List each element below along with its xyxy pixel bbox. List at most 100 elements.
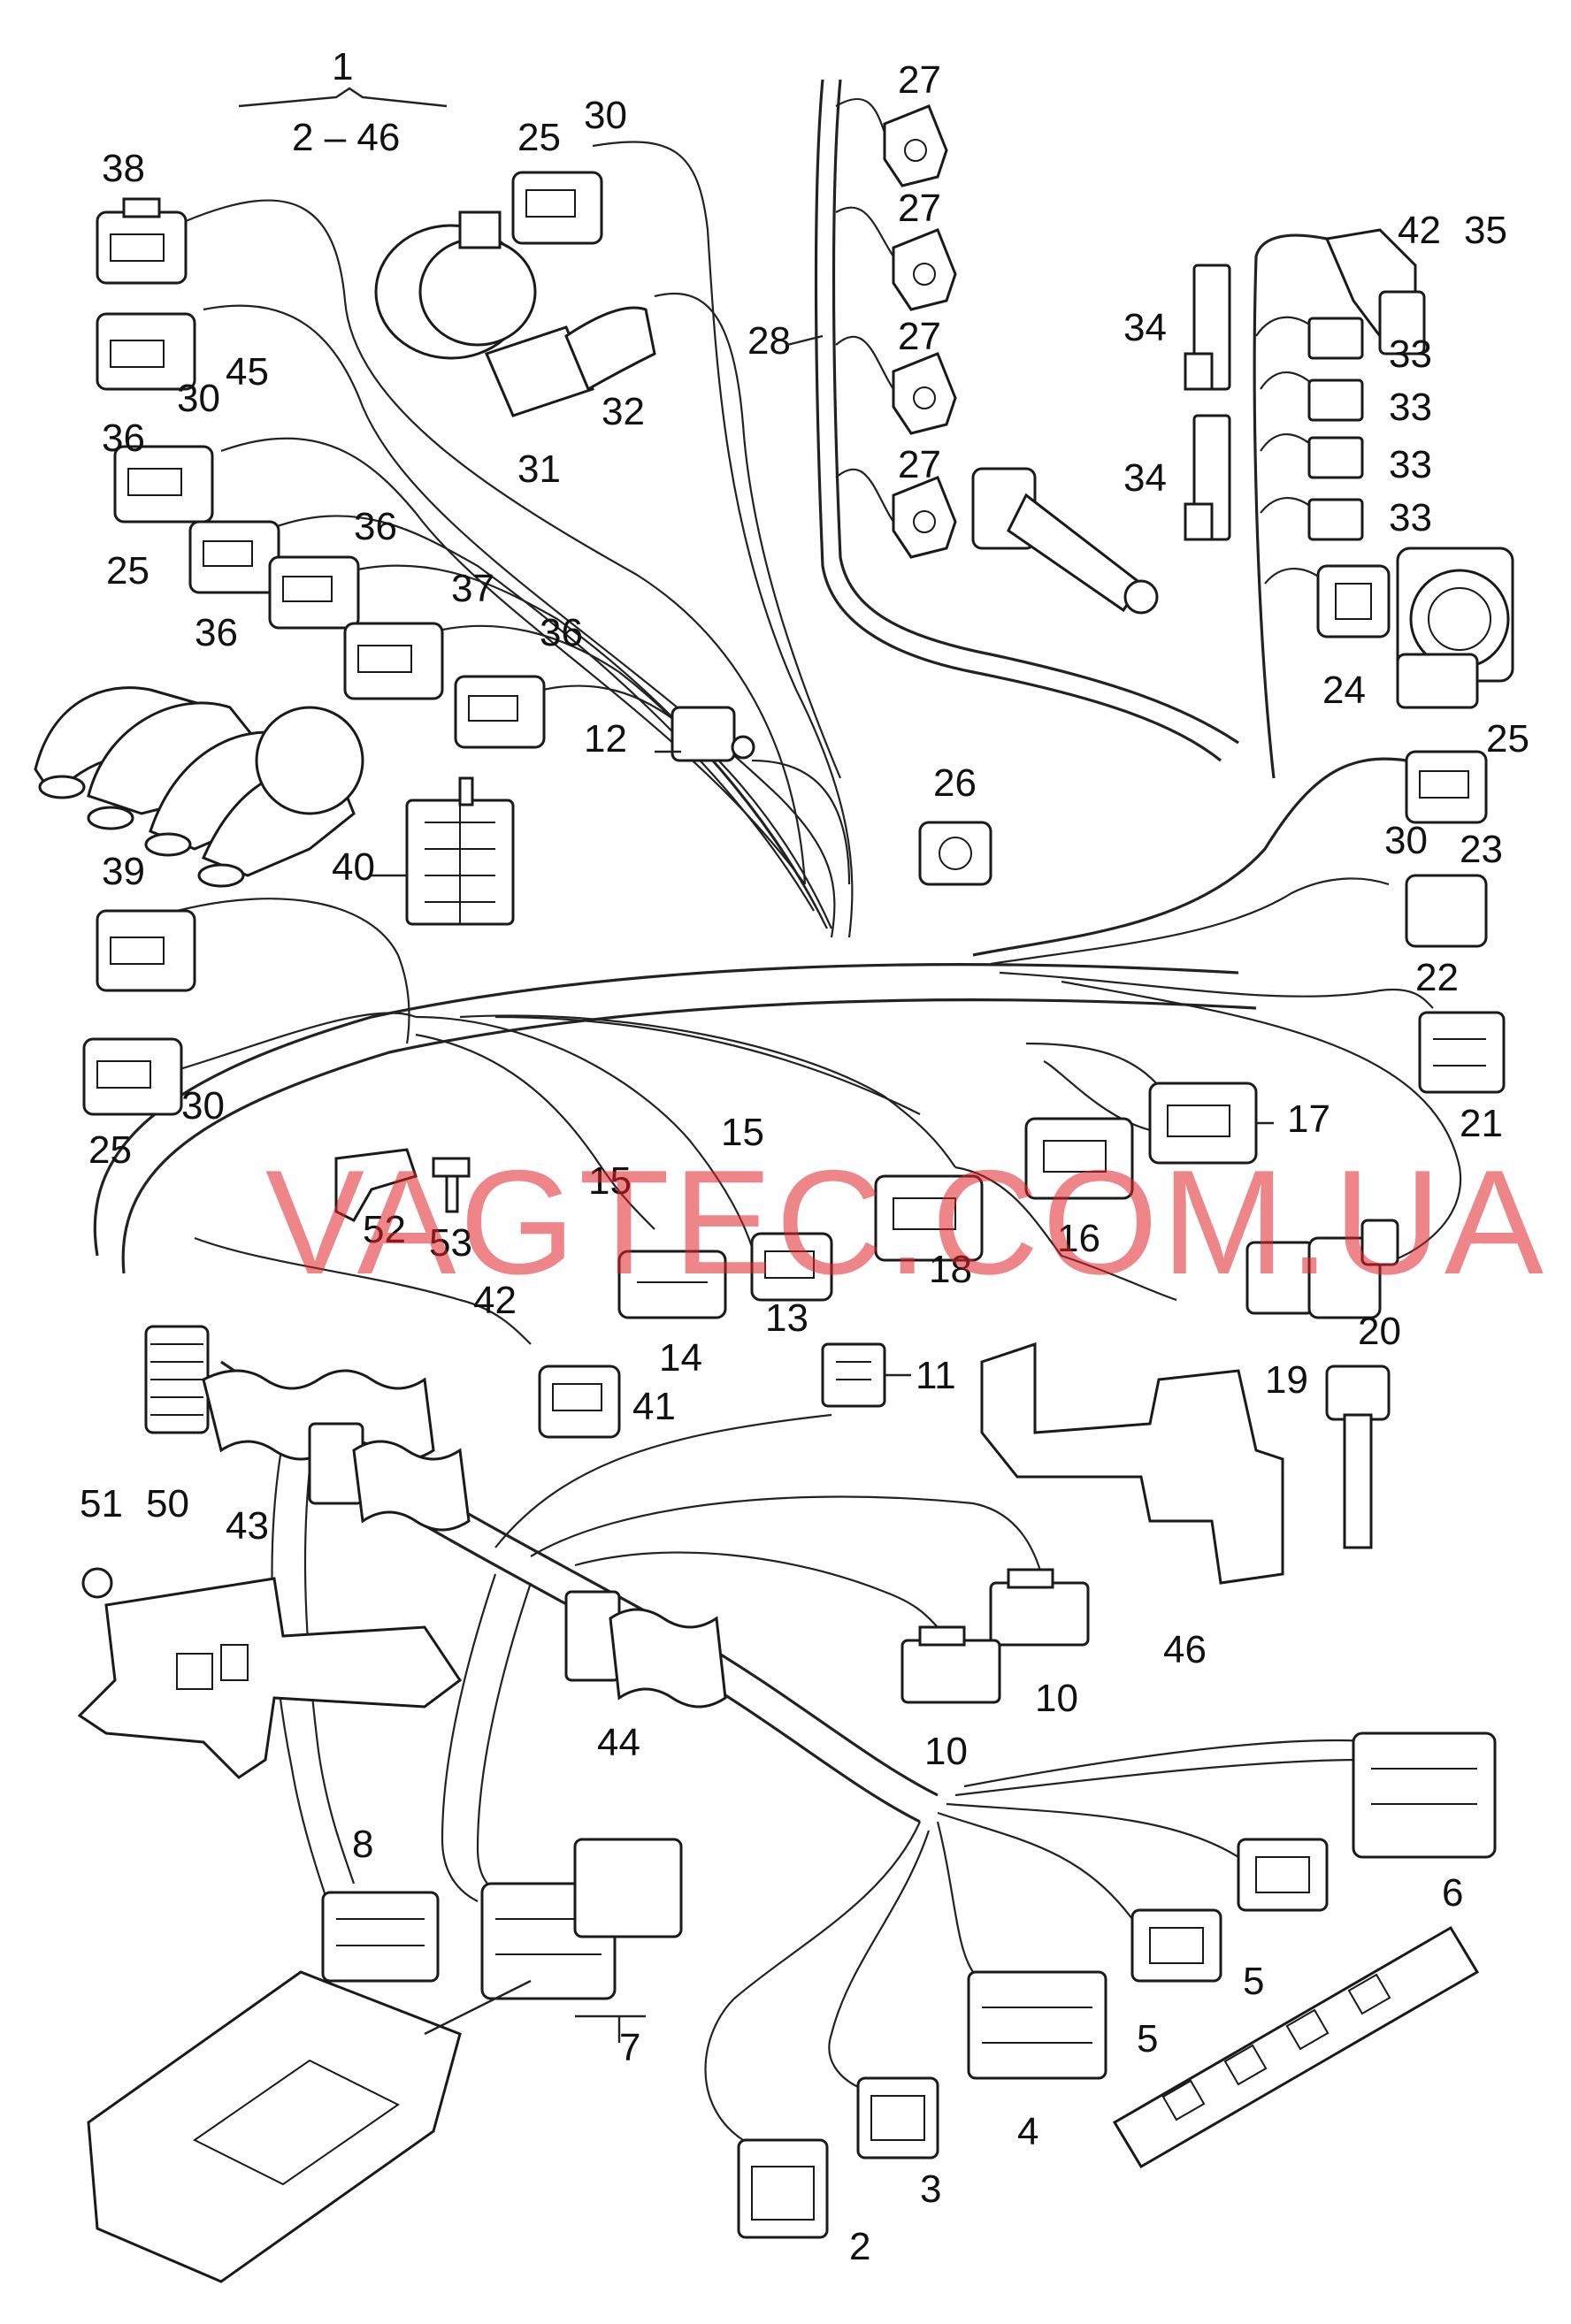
connector-8 xyxy=(321,1891,440,1983)
group-header-main: 1 xyxy=(332,45,353,88)
callout: 26 xyxy=(933,761,977,805)
connector-18 xyxy=(874,1174,984,1262)
callout: 36 xyxy=(195,611,238,654)
connector-25-d xyxy=(1405,750,1488,824)
connector-35 xyxy=(1324,228,1426,355)
air-mass-meter xyxy=(374,210,537,360)
callout: 14 xyxy=(659,1336,702,1380)
callout: 3 xyxy=(920,2167,941,2211)
connector-17 xyxy=(1148,1082,1258,1165)
clip-52 xyxy=(334,1148,418,1222)
callout: 8 xyxy=(352,1823,373,1866)
connector-33-c xyxy=(1307,436,1364,479)
callout: 30 xyxy=(177,377,220,420)
callout: 25 xyxy=(88,1128,132,1172)
sensor-12 xyxy=(671,706,755,762)
callout: 41 xyxy=(632,1385,676,1428)
callout: 33 xyxy=(1389,386,1432,429)
callout: 6 xyxy=(1442,1871,1463,1915)
callout: 30 xyxy=(181,1084,225,1128)
bracket-34-a xyxy=(1184,264,1231,391)
connector-25-c xyxy=(82,1037,183,1116)
callout: 28 xyxy=(747,319,791,363)
connector-7 xyxy=(480,1838,683,2000)
callout: 35 xyxy=(1464,209,1507,252)
callout: 46 xyxy=(1163,1628,1207,1671)
callout: 42 xyxy=(473,1279,517,1322)
callout: 27 xyxy=(898,187,941,230)
bracket-50 xyxy=(77,1577,463,1779)
callout: 10 xyxy=(924,1730,968,1773)
callout: 42 xyxy=(1398,209,1441,252)
callout: 40 xyxy=(332,845,375,889)
callout: 21 xyxy=(1460,1102,1503,1145)
callout: 38 xyxy=(102,147,145,190)
callout: 36 xyxy=(540,611,583,654)
bracket-34-b xyxy=(1184,414,1231,541)
connector-3 xyxy=(856,2076,939,2160)
callout: 11 xyxy=(916,1354,956,1397)
callout: 27 xyxy=(898,58,941,102)
leader-lines xyxy=(372,334,1274,2043)
callout: 39 xyxy=(102,850,145,893)
callout: 20 xyxy=(1358,1310,1401,1353)
temperature-sensor xyxy=(1325,1365,1391,1549)
connector-11 xyxy=(821,1342,886,1408)
connector-39 xyxy=(96,909,196,992)
ignition-coil xyxy=(971,467,1159,615)
block-40 xyxy=(405,776,515,926)
sleeve-43 xyxy=(144,1325,471,1532)
callout: 36 xyxy=(102,417,145,460)
callout: 15 xyxy=(721,1111,764,1154)
connector-25-b xyxy=(511,171,603,245)
connector-37 xyxy=(343,622,444,700)
connector-23 xyxy=(1405,874,1488,948)
callout: 45 xyxy=(226,350,269,394)
connector-26 xyxy=(918,821,992,886)
engine-control-unit xyxy=(87,1970,462,2283)
callout: 17 xyxy=(1287,1097,1330,1141)
connector-24 xyxy=(1316,564,1391,638)
callout: 25 xyxy=(106,549,149,592)
connector-36-d xyxy=(454,675,546,749)
connector-25-a xyxy=(113,445,214,524)
connector-2 xyxy=(737,2138,829,2239)
callout: 13 xyxy=(765,1296,808,1340)
connector-36-c xyxy=(268,555,360,630)
callout: 5 xyxy=(1243,1960,1264,2003)
callout: 31 xyxy=(517,447,561,491)
callout: 4 xyxy=(1017,2110,1038,2153)
callout: 36 xyxy=(354,505,397,548)
callout: 34 xyxy=(1123,306,1167,349)
group-header-range: 2 – 46 xyxy=(292,116,400,159)
callout: 27 xyxy=(898,443,941,486)
callout: 25 xyxy=(1486,717,1529,761)
connector-36-b xyxy=(188,520,280,594)
connector-10-b xyxy=(900,1625,1001,1704)
callout: 22 xyxy=(1415,956,1459,999)
callout: 10 xyxy=(1035,1677,1078,1720)
callout: 24 xyxy=(1322,669,1366,712)
connector-33-a xyxy=(1307,317,1364,360)
connector-6 xyxy=(1352,1732,1497,1859)
connector-27-a xyxy=(883,104,948,187)
connector-31 xyxy=(484,306,656,417)
connector-19-20 xyxy=(1245,1219,1399,1319)
callout: 32 xyxy=(602,390,645,433)
callout: 23 xyxy=(1460,828,1503,871)
connector-21 xyxy=(1418,1011,1506,1094)
callout: 15 xyxy=(588,1159,632,1203)
sleeve-44 xyxy=(564,1590,727,1709)
callout: 37 xyxy=(451,567,494,610)
callout-labels: 38 45 36 30 25 36 36 37 36 25 30 32 31 1… xyxy=(80,58,1529,2268)
connector-5-a xyxy=(1237,1838,1329,1912)
group-header: 1 2 – 46 xyxy=(238,45,448,159)
callout: 52 xyxy=(363,1208,406,1251)
callout: 33 xyxy=(1389,333,1432,376)
callout: 33 xyxy=(1389,443,1432,486)
connector-5-b xyxy=(1130,1908,1222,1983)
callout: 2 xyxy=(849,2225,870,2268)
nut-51 xyxy=(81,1567,113,1599)
connectors xyxy=(34,104,1514,2283)
callout: 7 xyxy=(619,2026,640,2069)
